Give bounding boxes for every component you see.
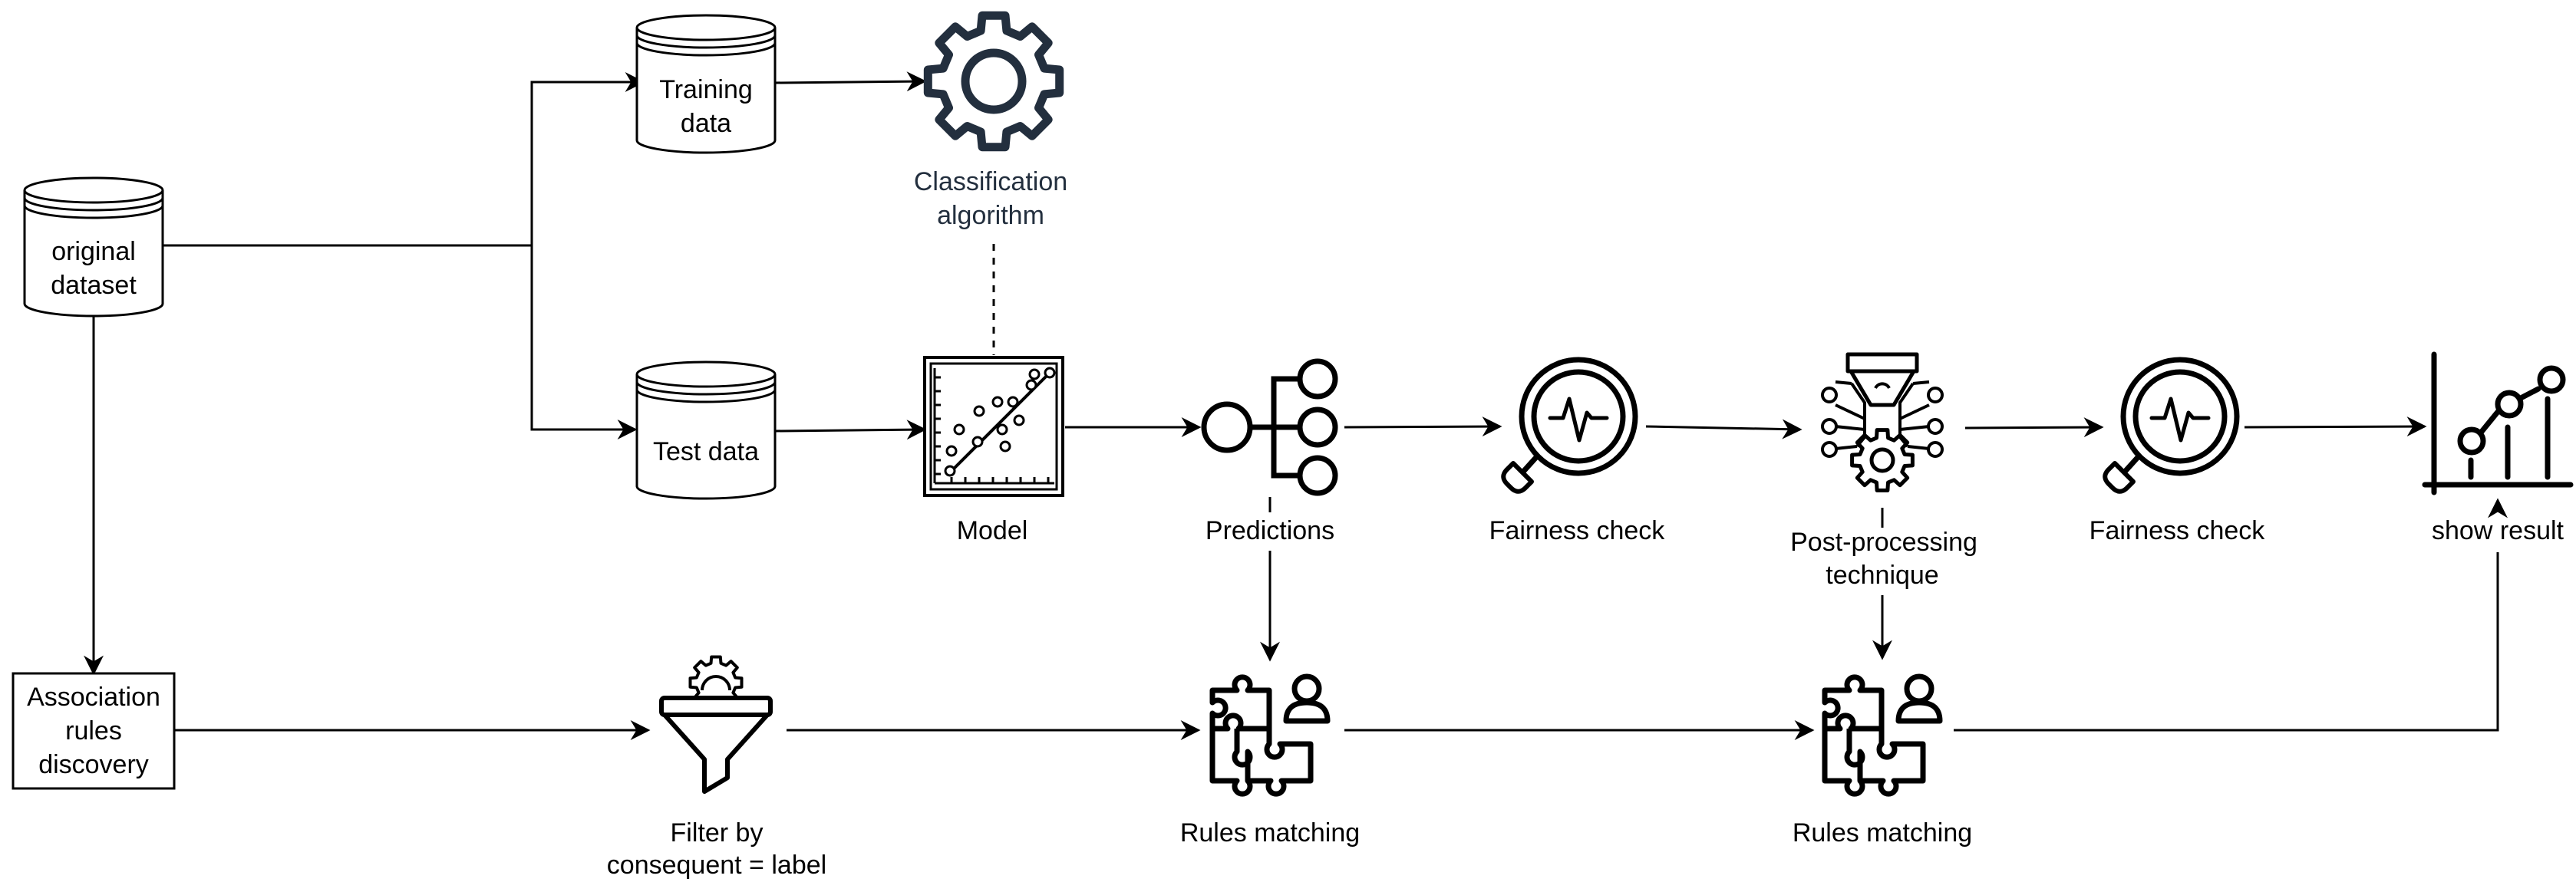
model-label: Model <box>957 516 1028 545</box>
fairness-check-1-node: Fairness check <box>1489 357 1666 545</box>
post-processing-node: Post-processing technique <box>1790 352 1977 590</box>
training-data-node: Training data <box>635 14 777 154</box>
fairness-check-2-label: Fairness check <box>2089 516 2266 545</box>
association-rules-label-line3: discovery <box>38 750 149 779</box>
scatter-plot-icon <box>923 356 1064 497</box>
puzzle-user-icon <box>1209 673 1331 797</box>
association-rules-box <box>12 672 176 790</box>
show-result-label: show result <box>2432 516 2564 545</box>
gear-hub <box>961 48 1027 114</box>
post-processing-label-line1: Post-processing <box>1790 528 1977 557</box>
original-dataset-label-line1: original <box>51 237 136 266</box>
edge-training-to-classifier <box>774 71 927 92</box>
training-data-label-line1: Training <box>659 75 753 104</box>
magnifier-pulse-icon <box>2103 357 2240 494</box>
line-chart-icon <box>2422 351 2574 495</box>
edge-split-to-test <box>530 245 638 439</box>
post-processing-label-line2: technique <box>1826 561 1938 590</box>
original-dataset-node: original dataset <box>23 176 164 318</box>
model-node: Model <box>923 356 1064 545</box>
fairness-check-2-node: Fairness check <box>2089 357 2266 545</box>
edge-postproc-to-fairness2 <box>1964 417 2104 438</box>
rules-matching-1-node: Rules matching <box>1180 673 1360 848</box>
filter-label-line1: Filter by <box>671 818 764 848</box>
rules-matching-2-node: Rules matching <box>1793 673 1972 848</box>
training-data-label-line2: data <box>681 109 731 138</box>
database-icon <box>635 14 777 154</box>
filter-label-line2: consequent = label <box>607 851 826 880</box>
edge-predictions-to-fairness1 <box>1344 416 1502 437</box>
gear-outline <box>688 655 744 698</box>
database-icon <box>635 360 777 500</box>
gear-outline <box>923 11 1064 152</box>
connectors <box>84 71 2508 740</box>
edge-split-to-training <box>530 72 645 245</box>
gear-outline <box>1850 428 1915 492</box>
gear-icon <box>923 11 1064 152</box>
association-rules-node: Association rules discovery <box>12 672 176 790</box>
hierarchy-icon <box>1201 358 1338 496</box>
predictions-node: Predictions <box>1201 358 1338 545</box>
rules-matching-1-label: Rules matching <box>1180 818 1360 848</box>
original-dataset-label-line2: dataset <box>51 271 137 300</box>
edge-fairness1-to-postproc <box>1645 419 1803 439</box>
rules-matching-2-label: Rules matching <box>1793 818 1972 848</box>
fairness-check-1-label: Fairness check <box>1489 516 1666 545</box>
funnel-gear-icon <box>659 655 773 794</box>
classification-algorithm-node: Classification algorithm <box>914 11 1067 230</box>
database-icon <box>23 176 164 318</box>
predictions-label: Predictions <box>1206 516 1334 545</box>
filter-node: Filter by consequent = label <box>607 655 826 880</box>
association-rules-label-line2: rules <box>65 716 122 746</box>
edge-fairness2-to-result <box>2244 416 2427 437</box>
show-result-node: show result <box>2422 351 2574 545</box>
classification-algorithm-label-line1: Classification <box>914 167 1067 196</box>
edge-rules2-to-result <box>1954 552 2499 732</box>
test-data-label: Test data <box>653 437 759 466</box>
funnel-gear-network-icon <box>1821 352 1944 492</box>
classification-algorithm-label-line2: algorithm <box>937 201 1044 230</box>
edge-test-to-model <box>774 420 927 440</box>
association-rules-label-line1: Association <box>27 683 160 712</box>
test-data-node: Test data <box>635 360 777 500</box>
puzzle-user-icon <box>1822 673 1943 797</box>
magnifier-pulse-icon <box>1501 357 1638 494</box>
